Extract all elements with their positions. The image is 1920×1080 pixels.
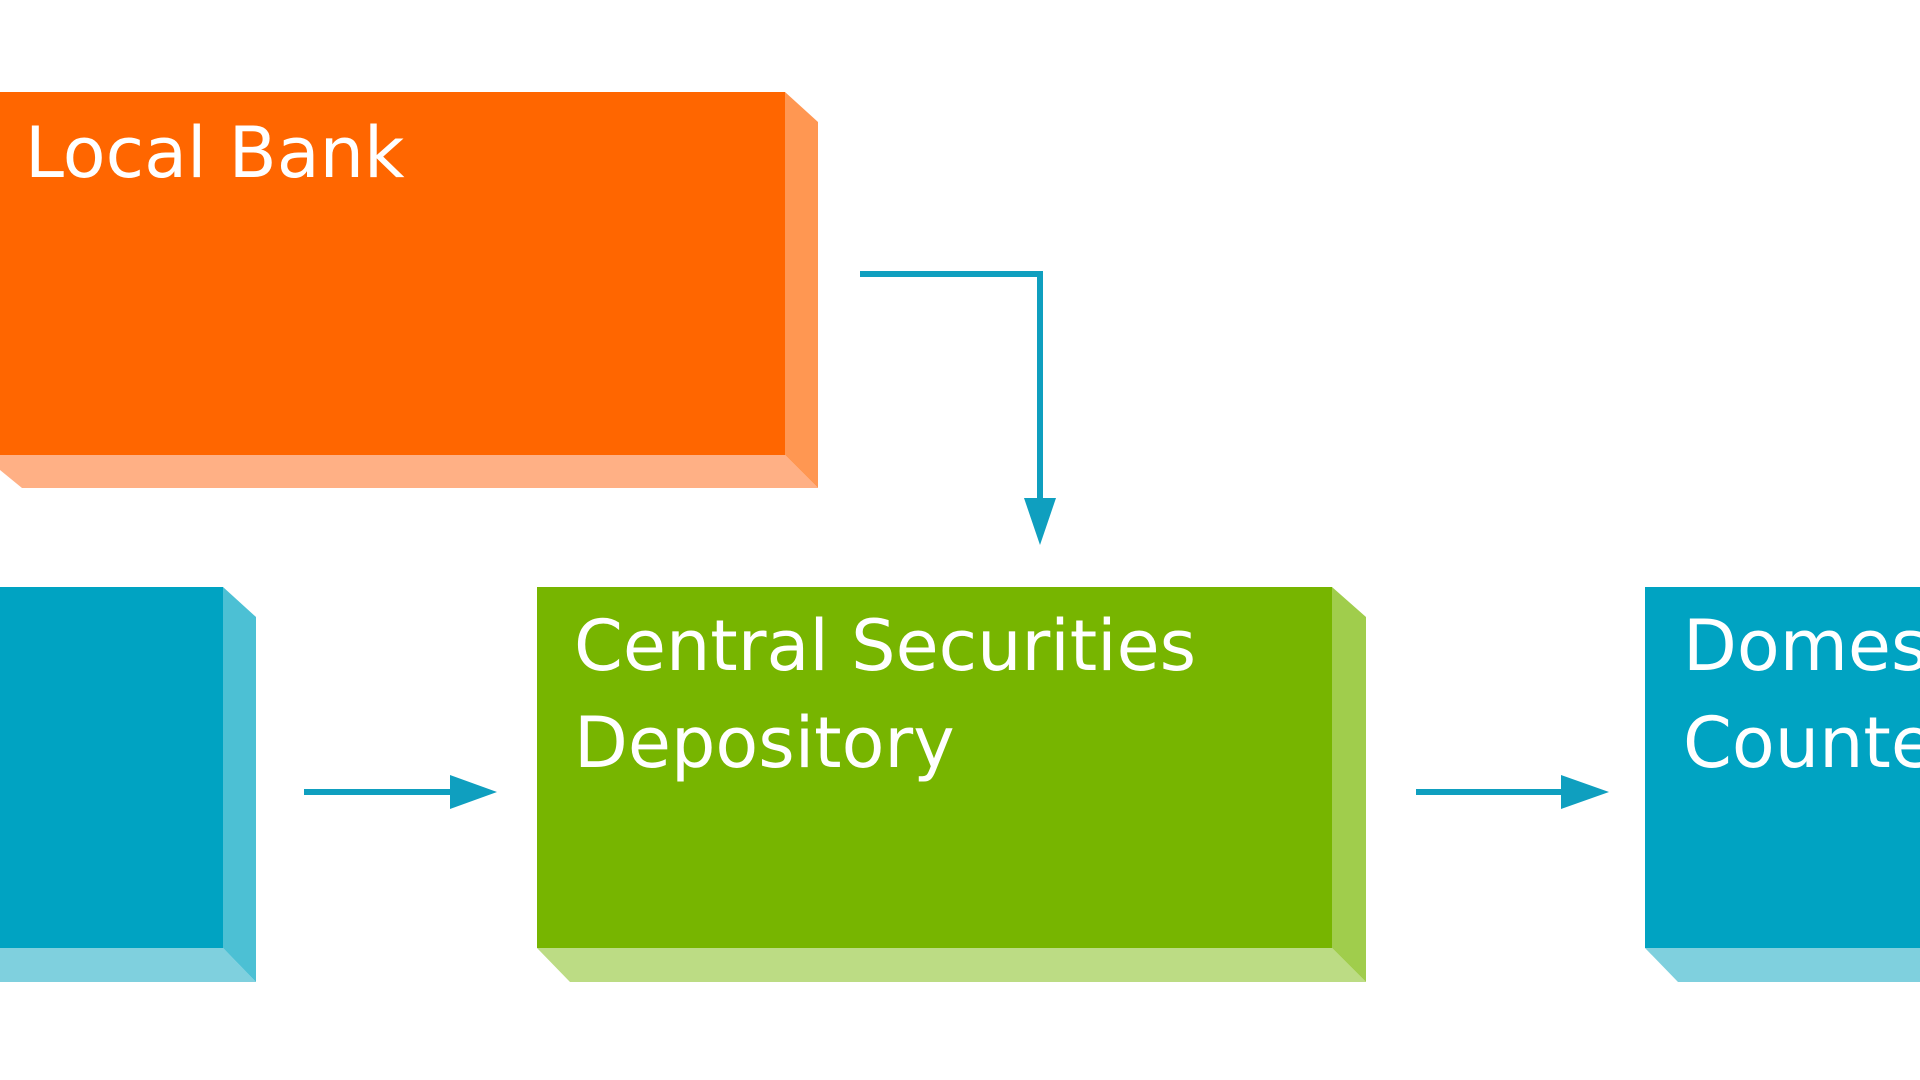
csd-label-line-2: Depository bbox=[574, 702, 955, 784]
domestic-bottom-face bbox=[1645, 948, 1920, 982]
edge-local-bank-to-csd bbox=[860, 271, 1056, 545]
csd-side-face bbox=[1332, 587, 1366, 982]
edge-left-box-to-csd bbox=[304, 775, 497, 809]
node-local-bank: Local Bank bbox=[0, 92, 818, 488]
edge-left-box-to-csd-arrowhead bbox=[450, 775, 497, 809]
local-bank-label-line-1: Local Bank bbox=[25, 112, 405, 194]
edge-local-bank-to-csd-line bbox=[860, 271, 1043, 500]
domestic-label-line-2: Counte bbox=[1683, 702, 1920, 784]
domestic-label-line-1: Domes bbox=[1683, 605, 1920, 687]
local-bank-side-face bbox=[785, 92, 818, 488]
left-box-front-face bbox=[0, 587, 223, 948]
edge-local-bank-to-csd-arrowhead bbox=[1024, 498, 1056, 545]
csd-bottom-face bbox=[537, 948, 1366, 982]
node-central-securities-depository: Central Securities Depository bbox=[537, 587, 1366, 982]
left-box-side-face bbox=[223, 587, 256, 982]
node-domestic-counterparty: Domes Counte bbox=[1645, 587, 1920, 982]
node-left-box bbox=[0, 587, 256, 982]
local-bank-bottom-face bbox=[0, 455, 818, 488]
csd-front-face bbox=[537, 587, 1332, 948]
domestic-front-face bbox=[1645, 587, 1920, 948]
csd-label-line-1: Central Securities bbox=[574, 605, 1196, 687]
edge-csd-to-domestic bbox=[1416, 775, 1609, 809]
left-box-bottom-face bbox=[0, 948, 256, 982]
edge-csd-to-domestic-arrowhead bbox=[1561, 775, 1609, 809]
local-bank-front-face bbox=[0, 92, 785, 455]
